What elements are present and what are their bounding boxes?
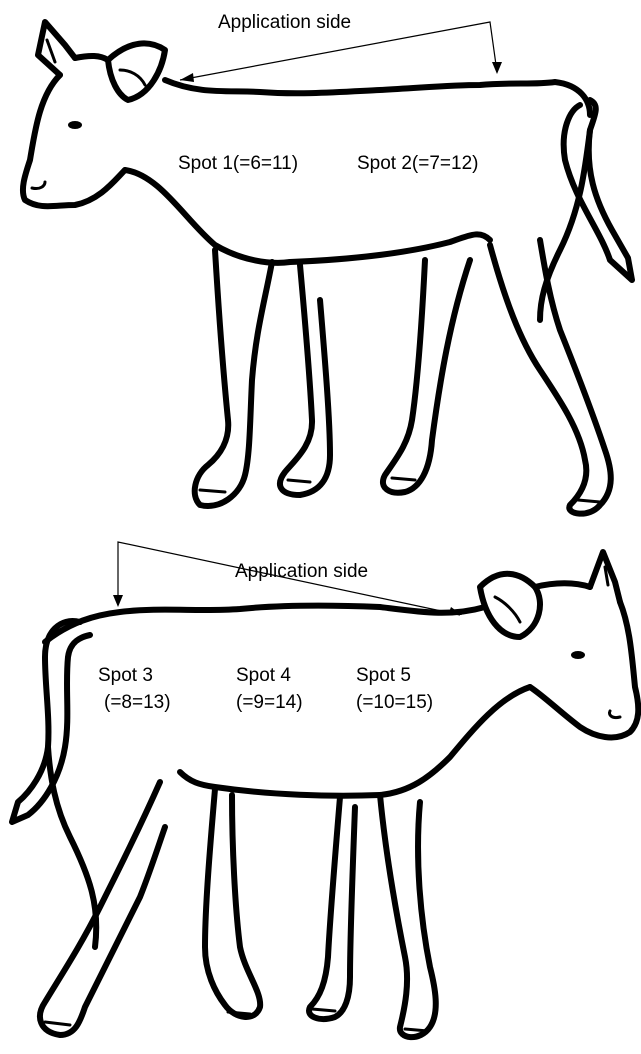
- spot-3-label: Spot 3: [98, 665, 153, 687]
- top-calf-drawing: [0, 0, 641, 527]
- top-application-side-label: Application side: [218, 12, 351, 34]
- bottom-calf-outline: [12, 552, 638, 1037]
- top-calf-outline: [23, 22, 632, 514]
- spot-4-sublabel: (=9=14): [236, 692, 303, 714]
- spot-4-label: Spot 4: [236, 665, 291, 687]
- spot-5-sublabel: (=10=15): [356, 692, 433, 714]
- bottom-calf-drawing: [0, 527, 641, 1054]
- spot-3-sublabel: (=8=13): [104, 692, 171, 714]
- spot-1-label: Spot 1(=6=11): [178, 153, 298, 175]
- bottom-application-side-label: Application side: [235, 561, 368, 583]
- spot-5-label: Spot 5: [356, 665, 411, 687]
- spot-2-label: Spot 2(=7=12): [357, 153, 478, 175]
